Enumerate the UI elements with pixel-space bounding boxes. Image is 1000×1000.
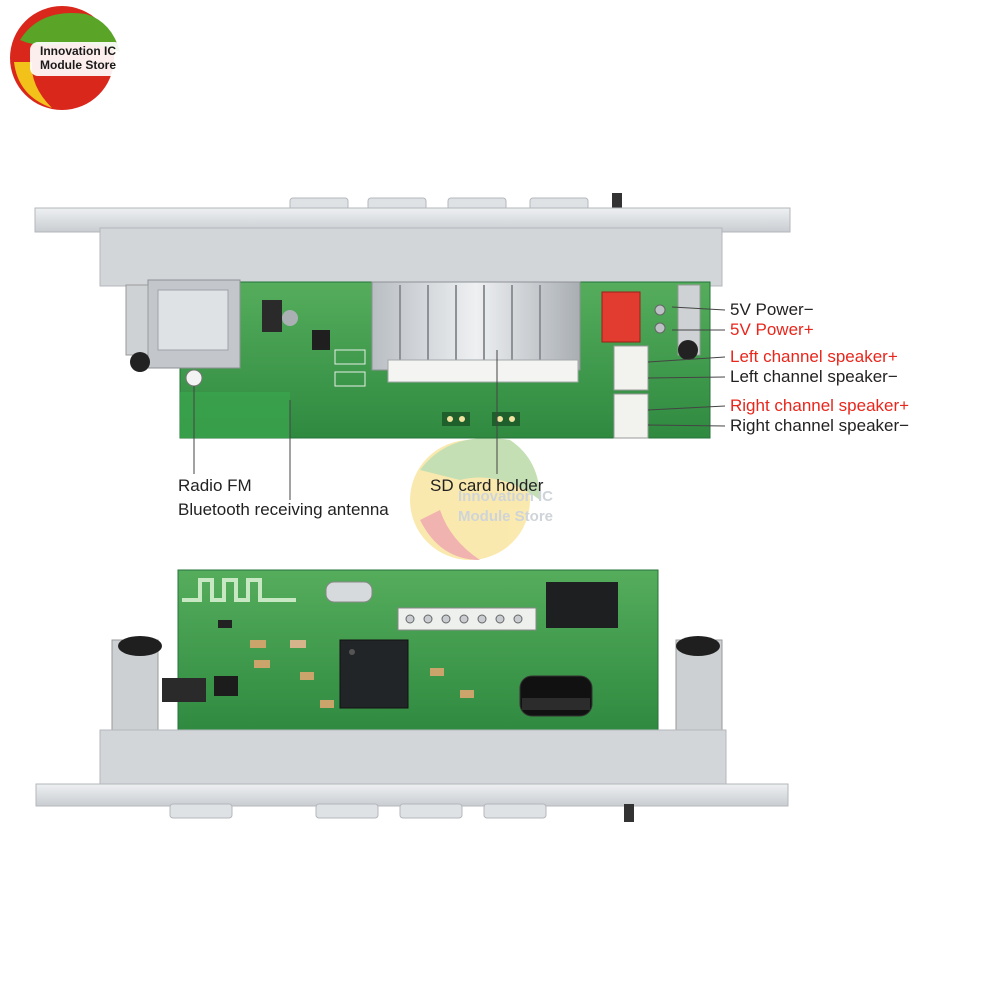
bottom-module bbox=[35, 569, 789, 822]
logo-line-1: Innovation IC bbox=[40, 44, 116, 58]
watermark-logo bbox=[410, 438, 540, 560]
label-5v-power-minus: 5V Power− bbox=[730, 300, 814, 319]
label-5v-power-plus: 5V Power+ bbox=[730, 320, 814, 339]
label-left-speaker-minus: Left channel speaker− bbox=[730, 367, 898, 386]
watermark-line-1: Innovation IC bbox=[458, 488, 553, 505]
label-right-speaker-minus: Right channel speaker− bbox=[730, 416, 910, 435]
watermark-line-2: Module Store bbox=[458, 508, 554, 525]
label-bluetooth-antenna: Bluetooth receiving antenna bbox=[178, 500, 389, 519]
logo-line-2: Module Store bbox=[40, 58, 117, 72]
brand-logo bbox=[10, 6, 122, 110]
label-right-speaker-plus: Right channel speaker+ bbox=[730, 396, 910, 415]
label-radio-fm: Radio FM bbox=[178, 476, 252, 495]
label-sd-card-holder: SD card holder bbox=[430, 476, 544, 495]
label-left-speaker-plus: Left channel speaker+ bbox=[730, 347, 898, 366]
top-module bbox=[34, 193, 791, 500]
